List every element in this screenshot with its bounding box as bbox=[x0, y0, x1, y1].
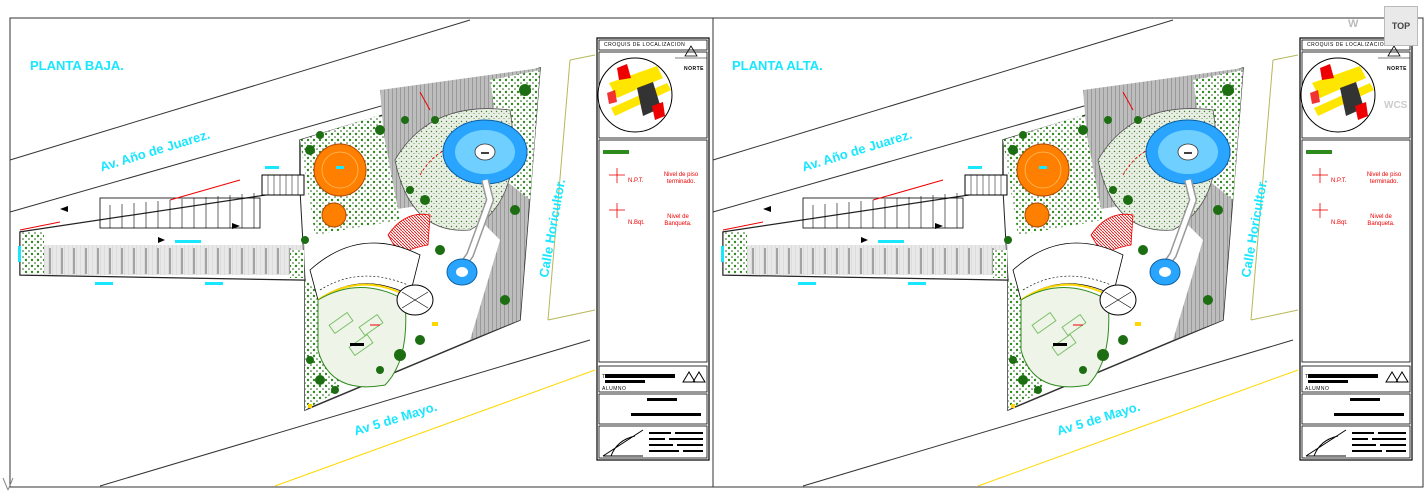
viewcube-top-face[interactable]: TOP bbox=[1384, 6, 1418, 46]
legend-text-npt: Nivel de piso terminado. bbox=[1366, 172, 1402, 185]
legend-text-nbqt: Nivel de Banqueta. bbox=[664, 214, 692, 227]
north-label: NORTE bbox=[684, 66, 704, 72]
titleblock-left bbox=[596, 37, 710, 461]
ucs-menu-button[interactable]: WCS bbox=[1384, 100, 1408, 111]
sheet-title-upper-floor: PLANTA ALTA. bbox=[732, 58, 823, 73]
trimestre-label: TRIMESTRE bbox=[602, 374, 636, 380]
legend-code-nbqt: N.Bqt. bbox=[1331, 220, 1348, 226]
sheet-title-ground-floor: PLANTA BAJA. bbox=[30, 58, 124, 73]
location-sketch-header: CROQUIS DE LOCALIZACION bbox=[604, 42, 686, 48]
location-sketch-header: CROQUIS DE LOCALIZACION bbox=[1307, 42, 1389, 48]
legend-code-npt: N.P.T. bbox=[1331, 178, 1347, 184]
legend-text-npt: Nivel de piso terminado. bbox=[663, 172, 699, 185]
trimestre-label: TRIMESTRE bbox=[1305, 374, 1339, 380]
legend-code-nbqt: N.Bqt. bbox=[628, 220, 645, 226]
alumno-label: ALUMNO bbox=[1305, 386, 1330, 392]
alumno-label: ALUMNO bbox=[602, 386, 627, 392]
legend-text-nbqt: Nivel de Banqueta. bbox=[1367, 214, 1395, 227]
ucs-icon bbox=[2, 477, 14, 491]
north-label: NORTE bbox=[1387, 66, 1407, 72]
viewcube-compass-w[interactable]: W bbox=[1348, 18, 1359, 30]
legend-code-npt: N.P.T. bbox=[628, 178, 644, 184]
